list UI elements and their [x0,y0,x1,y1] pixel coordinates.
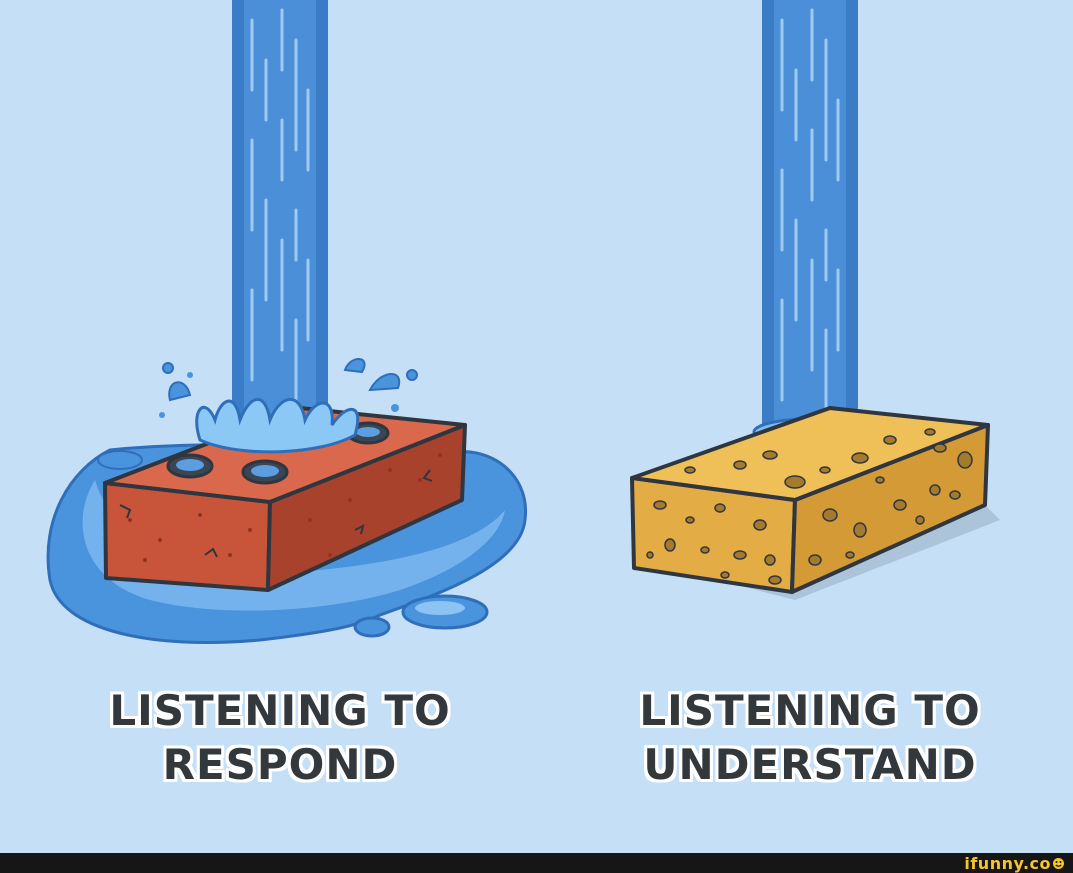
watermark-text: ifunny.co [964,853,1051,873]
left-water-stream [232,0,328,440]
water-splash [159,358,418,454]
brick [103,406,467,592]
caption-right-line1: LISTENING TO [639,686,981,735]
right-water-stream [752,0,868,447]
caption-listening-to-respond: LISTENING TO RESPOND [60,684,500,792]
caption-right-line2: UNDERSTAND [643,740,977,789]
comic-panel: LISTENING TO RESPOND LISTENING TO UNDERS… [46,0,1020,792]
caption-left-line1: LISTENING TO [109,686,451,735]
smiley-face-icon [1053,857,1064,869]
ifunny-watermark: ifunny.co [964,853,1065,873]
caption-left-line2: RESPOND [162,740,398,789]
watermark-bar: ifunny.co [0,853,1073,873]
illustration [46,0,1000,644]
sponge [630,406,990,594]
caption-listening-to-understand: LISTENING TO UNDERSTAND [600,684,1020,792]
